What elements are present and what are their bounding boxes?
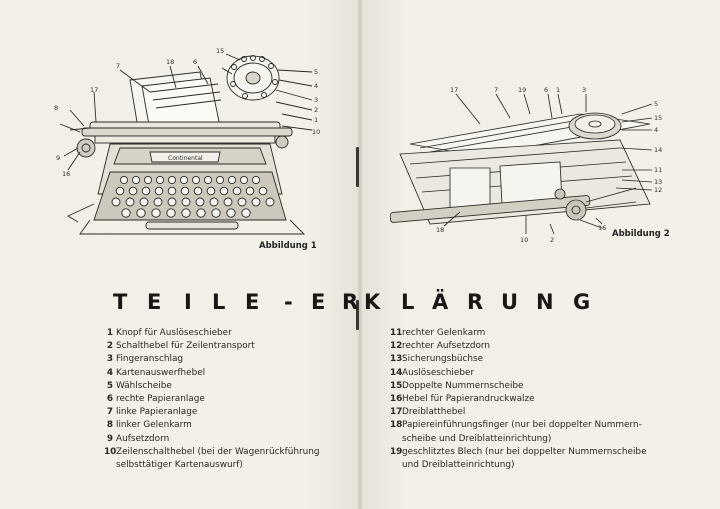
heading-letter: E xyxy=(311,290,326,314)
svg-text:2: 2 xyxy=(550,236,554,244)
svg-text:17: 17 xyxy=(450,86,458,94)
figure-2-caption: Abbildung 2 xyxy=(612,229,670,239)
svg-text:15: 15 xyxy=(654,114,662,122)
svg-text:7: 7 xyxy=(116,62,120,70)
svg-text:10: 10 xyxy=(312,128,320,136)
svg-text:2: 2 xyxy=(314,106,318,114)
svg-text:13: 13 xyxy=(654,178,662,186)
svg-text:4: 4 xyxy=(314,82,318,90)
heading-letter: E xyxy=(245,290,260,314)
svg-text:16: 16 xyxy=(598,224,606,232)
svg-text:6: 6 xyxy=(544,86,548,94)
right-page xyxy=(360,0,720,509)
svg-text:15: 15 xyxy=(216,47,224,55)
svg-text:18: 18 xyxy=(166,58,174,66)
svg-text:17: 17 xyxy=(90,86,98,94)
svg-text:14: 14 xyxy=(654,146,662,154)
svg-text:1: 1 xyxy=(556,86,560,94)
svg-text:19: 19 xyxy=(518,86,526,94)
svg-text:5: 5 xyxy=(654,100,658,108)
heading-letter: K xyxy=(364,290,381,314)
heading-letter: I xyxy=(184,290,192,314)
svg-text:10: 10 xyxy=(520,236,528,244)
svg-text:18: 18 xyxy=(436,226,444,234)
svg-text:7: 7 xyxy=(494,86,498,94)
heading-letter: - xyxy=(284,290,293,314)
heading-letter: G xyxy=(573,290,591,314)
heading-letter: T xyxy=(113,290,128,314)
svg-text:3: 3 xyxy=(582,86,586,94)
typewriter-illustration-1: Continental 15 7 18 6 5 4 3 2 1 10 8 17 9 xyxy=(54,47,320,235)
svg-text:9: 9 xyxy=(56,154,60,162)
heading-letter: R xyxy=(467,290,484,314)
heading-letter: E xyxy=(147,290,162,314)
staple-bottom xyxy=(356,300,359,330)
svg-text:16: 16 xyxy=(62,170,70,178)
svg-text:6: 6 xyxy=(193,58,197,66)
heading-letter: L xyxy=(401,290,415,314)
svg-text:11: 11 xyxy=(654,166,662,174)
svg-text:12: 12 xyxy=(654,186,662,194)
figure-1-caption: Abbildung 1 xyxy=(259,241,317,251)
heading-letter: N xyxy=(536,290,554,314)
heading-letter: Ä xyxy=(432,290,449,314)
page-fold xyxy=(357,0,363,509)
heading-letter: U xyxy=(501,290,519,314)
brand-label: Continental xyxy=(168,155,203,162)
svg-text:5: 5 xyxy=(314,68,318,76)
svg-text:4: 4 xyxy=(654,126,658,134)
svg-text:3: 3 xyxy=(314,96,318,104)
svg-text:1: 1 xyxy=(314,116,318,124)
svg-text:8: 8 xyxy=(54,104,58,112)
staple-top xyxy=(356,147,359,187)
heading-letter: R xyxy=(342,290,359,314)
heading-letter: L xyxy=(212,290,226,314)
